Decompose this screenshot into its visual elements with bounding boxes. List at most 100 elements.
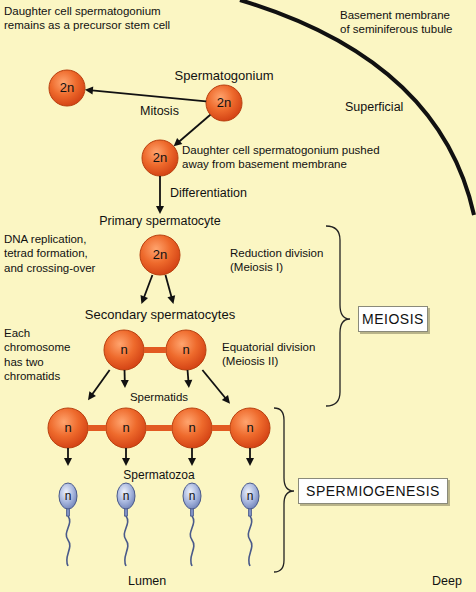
arrow-line <box>144 275 153 297</box>
annotation-label: Spermatogonium <box>168 68 280 84</box>
cell-heading: Primary spermatocyte <box>97 214 223 229</box>
arrow-head <box>121 380 129 388</box>
arrow-line <box>92 370 110 394</box>
arrow-connector <box>141 275 153 304</box>
arrow-head <box>141 295 148 304</box>
arrow-line <box>187 370 190 381</box>
bridge-line <box>146 425 172 431</box>
cell-body <box>106 408 146 448</box>
arrow-connector <box>184 370 192 388</box>
ploidy-label: n <box>166 341 206 359</box>
ploidy-label: n <box>182 488 202 504</box>
ploidy-label: n <box>104 341 144 359</box>
arrow-head <box>85 86 93 94</box>
annotation-label: Spermatids <box>127 390 191 404</box>
annotation-label: Reduction division (Meiosis I) <box>230 246 336 275</box>
sperm-head <box>183 483 201 509</box>
arrow-connector <box>165 275 175 304</box>
edge-label: Differentiation <box>170 186 247 202</box>
cell-body <box>48 408 88 448</box>
ploidy-label: 2n <box>47 79 87 97</box>
sperm-tail <box>190 509 194 566</box>
bridge-line <box>144 347 166 353</box>
sperm-tail <box>248 509 252 566</box>
arrow-line <box>202 370 225 398</box>
annotation-label: Each chromosome has two chromatids <box>4 326 76 384</box>
annotation-label: Equatorial division (Meiosis II) <box>222 340 332 369</box>
sperm-shape <box>236 466 264 570</box>
arrow-connector <box>174 115 211 147</box>
arrow-connector <box>122 448 130 466</box>
stage-label: SPERMIOGENESIS <box>299 479 447 503</box>
spermatozoon-node: n <box>236 466 264 570</box>
arrow-connector <box>246 448 254 466</box>
arrow-head <box>88 391 96 400</box>
cell-shape <box>230 388 270 448</box>
ploidy-label: n <box>48 419 88 437</box>
ploidy-label: n <box>58 488 78 504</box>
cell-circle: Primary spermatocyte 2n <box>97 214 223 275</box>
arrow-line <box>125 448 127 459</box>
edge-label: Mitosis <box>140 104 179 120</box>
arrow-line <box>67 448 69 459</box>
ploidy-label: n <box>106 419 146 437</box>
arrow-line <box>249 448 251 459</box>
arrow-connector <box>88 370 110 400</box>
arrow-head <box>156 206 164 214</box>
cell-circle: n <box>230 388 270 448</box>
cell-circle: n <box>48 388 88 448</box>
cell-bridge <box>144 350 166 351</box>
ploidy-label: n <box>172 419 212 437</box>
arrow-connector <box>188 448 196 466</box>
basement-membrane-curve <box>240 0 474 215</box>
cell-bridge <box>146 428 172 429</box>
arrow-connector <box>202 370 230 404</box>
annotation-label: Lumen <box>128 574 188 590</box>
sperm-head <box>117 483 135 509</box>
cell-bridge <box>88 428 106 429</box>
arrow-head <box>222 395 230 404</box>
arrow-connector <box>64 448 72 466</box>
cell-bridge <box>212 428 230 429</box>
arrow-connector <box>121 370 129 388</box>
cell-circle: 2n <box>49 70 85 106</box>
annotation-label: DNA replication, tetrad formation, and c… <box>4 232 100 275</box>
bridge-line <box>88 425 106 431</box>
sperm-tail <box>124 509 128 566</box>
bridge-line <box>212 425 230 431</box>
ploidy-label: 2n <box>140 149 180 167</box>
annotation-label: Daughter cell spermatogonium pushed away… <box>182 143 397 172</box>
arrow-head <box>167 295 175 304</box>
annotation-label: Basement membrane of seminiferous tubule <box>340 8 458 37</box>
cell-circle: 2n <box>142 140 178 176</box>
arrow-head <box>188 458 196 466</box>
stage-box: SPERMIOGENESIS <box>298 478 448 504</box>
ploidy-label: n <box>240 488 260 504</box>
annotation-label: Deep <box>432 574 476 590</box>
ploidy-label: 2n <box>204 94 244 112</box>
arrow-line <box>124 370 126 381</box>
meiosis-bracket <box>326 226 350 406</box>
sperm-tail <box>66 509 70 566</box>
arrow-head <box>184 380 192 388</box>
cell-body <box>140 235 180 275</box>
spermatozoon-node: n <box>54 466 82 570</box>
arrow-connector <box>85 86 206 101</box>
ploidy-label: 2n <box>140 246 180 264</box>
arrow-head <box>122 458 130 466</box>
cell-circle: 2n <box>206 85 242 121</box>
spermiogenesis-bracket <box>274 408 294 572</box>
arrow-head <box>174 138 183 146</box>
ploidy-label: n <box>116 488 136 504</box>
cell-body <box>172 408 212 448</box>
cell-shape <box>48 388 88 448</box>
stage-box: MEIOSIS <box>358 306 428 332</box>
sperm-head <box>241 483 259 509</box>
arrow-head <box>246 458 254 466</box>
arrow-line <box>191 448 193 459</box>
annotation-label: Superficial <box>345 100 415 116</box>
sperm-shape <box>54 466 82 570</box>
cell-body <box>166 330 206 370</box>
stage-label: MEIOSIS <box>359 307 427 331</box>
